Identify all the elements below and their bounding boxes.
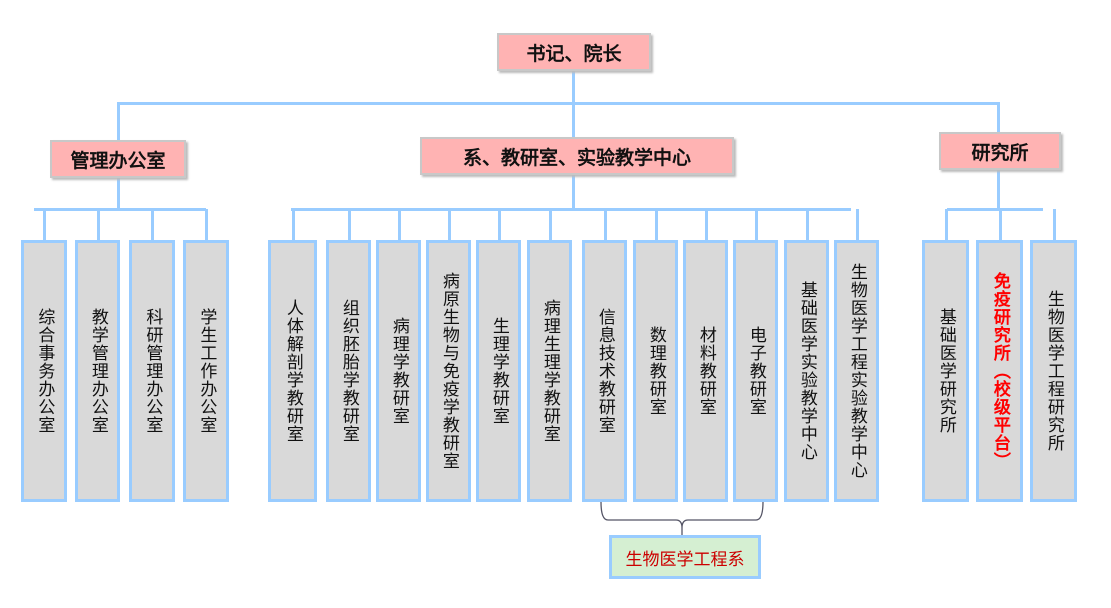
connector <box>997 102 1000 133</box>
leaf-node-departments: 生物医学工程实验教学中心 <box>834 240 879 502</box>
connector <box>292 209 295 241</box>
leaf-node-departments: 基础医学实验教学中心 <box>784 240 829 502</box>
leaf-label: 基础医学实验教学中心 <box>796 281 817 461</box>
leaf-node-departments: 材料教研室 <box>683 240 728 502</box>
leaf-node-departments: 病原生物与免疫学教研室 <box>426 240 471 502</box>
leaf-node-admin: 教学管理办公室 <box>75 240 120 502</box>
connector <box>117 102 1000 105</box>
leaf-label: 组织胚胎学教研室 <box>338 299 359 443</box>
bme-bracket <box>600 501 764 536</box>
leaf-node-departments: 组织胚胎学教研室 <box>326 240 371 502</box>
connector <box>604 209 607 241</box>
node-admin-office: 管理办公室 <box>50 140 186 178</box>
leaf-label: 病理学教研室 <box>388 317 409 425</box>
connector <box>43 209 46 241</box>
leaf-label: 病原生物与免疫学教研室 <box>438 272 459 470</box>
leaf-label: 信息技术教研室 <box>594 308 615 434</box>
leaf-node-institutes: 免疫研究所（校级平台） <box>976 240 1023 502</box>
connector <box>398 209 401 241</box>
leaf-label: 科研管理办公室 <box>142 308 163 434</box>
connector <box>997 168 1000 210</box>
leaf-label: 病理生理学教研室 <box>539 299 560 443</box>
leaf-label: 数理教研室 <box>645 326 666 416</box>
leaf-label: 生物医学工程实验教学中心 <box>846 263 867 479</box>
connector <box>856 209 859 241</box>
leaf-node-departments: 信息技术教研室 <box>582 240 627 502</box>
connector <box>572 173 575 210</box>
leaf-node-admin: 学生工作办公室 <box>183 240 229 502</box>
leaf-label: 生理学教研室 <box>488 317 509 425</box>
connector <box>947 208 1043 211</box>
leaf-node-institutes: 生物医学工程研究所 <box>1030 240 1077 502</box>
leaf-node-departments: 数理教研室 <box>633 240 678 502</box>
connector <box>572 70 575 104</box>
connector <box>448 209 451 241</box>
connector <box>291 208 851 211</box>
leaf-node-departments: 生理学教研室 <box>476 240 521 502</box>
leaf-label: 电子教研室 <box>745 326 766 416</box>
connector <box>755 209 758 241</box>
connector <box>999 209 1002 241</box>
node-bme-department: 生物医学工程系 <box>609 535 761 579</box>
node-institutes: 研究所 <box>939 132 1061 170</box>
connector <box>572 102 575 138</box>
connector <box>945 209 948 241</box>
leaf-label: 综合事务办公室 <box>34 308 55 434</box>
connector <box>705 209 708 241</box>
leaf-node-departments: 人体解剖学教研室 <box>268 240 317 502</box>
leaf-node-admin: 科研管理办公室 <box>129 240 175 502</box>
leaf-label: 教学管理办公室 <box>87 308 108 434</box>
connector <box>205 209 208 241</box>
connector <box>34 208 206 211</box>
connector <box>151 209 154 241</box>
node-departments: 系、教研室、实验教学中心 <box>420 137 734 175</box>
leaf-label: 学生工作办公室 <box>196 308 217 434</box>
connector <box>655 209 658 241</box>
connector <box>348 209 351 241</box>
leaf-label: 基础医学研究所 <box>935 308 956 434</box>
connector <box>549 209 552 241</box>
leaf-node-admin: 综合事务办公室 <box>21 240 67 502</box>
leaf-label: 生物医学工程研究所 <box>1043 290 1064 452</box>
connector <box>97 209 100 241</box>
leaf-label: 免疫研究所（校级平台） <box>989 272 1010 470</box>
connector <box>806 209 809 241</box>
leaf-label: 材料教研室 <box>695 326 716 416</box>
connector <box>498 209 501 241</box>
leaf-label: 人体解剖学教研室 <box>282 299 303 443</box>
leaf-node-departments: 病理学教研室 <box>376 240 421 502</box>
top-node-secretary-dean: 书记、院长 <box>497 33 651 71</box>
leaf-node-departments: 电子教研室 <box>733 240 778 502</box>
connector <box>1053 209 1056 241</box>
connector <box>117 102 120 140</box>
leaf-node-institutes: 基础医学研究所 <box>922 240 969 502</box>
leaf-node-departments: 病理生理学教研室 <box>527 240 572 502</box>
connector <box>117 176 120 210</box>
